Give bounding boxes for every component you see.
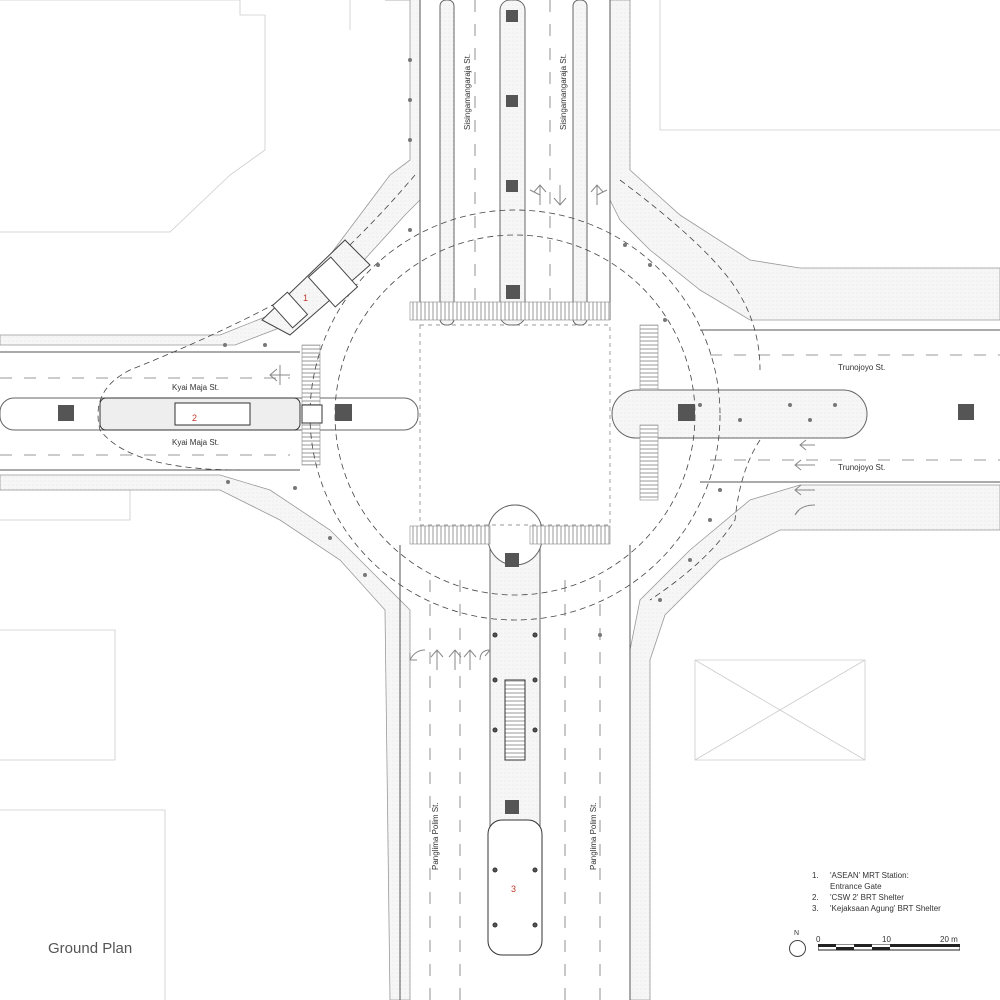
legend-num-spacer <box>812 881 830 892</box>
legend-item: 2. 'CSW 2' BRT Shelter <box>812 892 941 903</box>
crosswalks <box>301 301 659 545</box>
street-label-north-right: Sisingamangaraja St. <box>559 54 568 130</box>
legend-item: 1. 'ASEAN' MRT Station: <box>812 870 941 881</box>
street-label-north-left: Sisingamangaraja St. <box>463 54 472 130</box>
street-label-east-top: Trunojoyo St. <box>838 363 885 372</box>
marker-3: 3 <box>511 884 516 894</box>
scale-tick-0: 0 <box>816 935 821 944</box>
legend-num: 1. <box>812 871 819 880</box>
legend: 1. 'ASEAN' MRT Station: Entrance Gate 2.… <box>812 870 941 914</box>
direction-arrows <box>269 184 816 670</box>
scale-tick-10: 10 <box>882 935 891 944</box>
street-label-south-left: Panglima Polim St. <box>431 802 440 870</box>
north-arrow: N <box>785 930 809 960</box>
scale-bar-graphic <box>818 944 960 951</box>
street-label-west-bottom: Kyai Maja St. <box>172 438 219 447</box>
legend-item: 3. 'Kejaksaan Agung' BRT Shelter <box>812 903 941 914</box>
brt-shelter-kejaksaan <box>487 632 543 956</box>
marker-2: 2 <box>192 413 197 423</box>
scale-tick-20: 20 m <box>940 935 958 944</box>
legend-num: 2. <box>812 893 819 902</box>
north-circle-icon <box>789 940 806 957</box>
marker-1: 1 <box>303 293 308 303</box>
street-label-south-right: Panglima Polim St. <box>589 802 598 870</box>
street-label-east-bottom: Trunojoyo St. <box>838 463 885 472</box>
legend-text: 'Kejaksaan Agung' BRT Shelter <box>830 904 941 913</box>
legend-text: Entrance Gate <box>830 882 882 891</box>
legend-item: Entrance Gate <box>812 881 941 892</box>
north-label: N <box>794 930 800 937</box>
scale-bar: 0 10 20 m <box>812 930 962 960</box>
legend-text: 'ASEAN' MRT Station: <box>830 871 909 880</box>
legend-text: 'CSW 2' BRT Shelter <box>830 893 904 902</box>
street-label-west-top: Kyai Maja St. <box>172 383 219 392</box>
legend-num: 3. <box>812 904 819 913</box>
brt-shelter-csw2 <box>99 397 323 431</box>
intersection-box <box>419 324 611 526</box>
page-title: Ground Plan <box>48 940 133 957</box>
columns <box>58 10 974 814</box>
mrt-entrance <box>261 239 371 336</box>
